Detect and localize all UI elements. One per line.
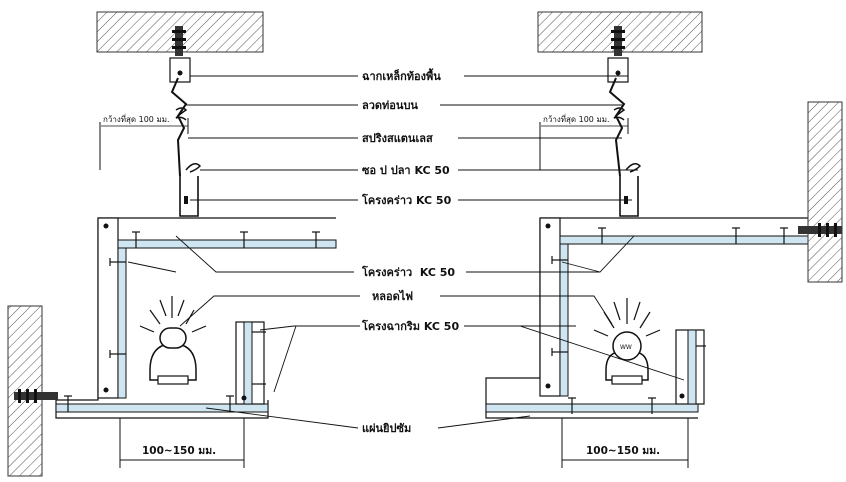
left-main-channel (179, 176, 199, 217)
label-edge-channel: โครงฉากริม KC 50 (361, 319, 459, 333)
left-hanger-rod (170, 77, 188, 177)
left-wall-anchor (14, 389, 58, 403)
left-width-note: กว้างที่สุด 100 มม. (103, 113, 170, 124)
label-rod: ลวดท่อนบน (362, 99, 418, 112)
label-frame-channel: โครงคร่าว KC 50 (361, 265, 455, 279)
label-main-channel: โครงคร่าว KC 50 (361, 193, 452, 207)
leader-lines (127, 75, 685, 429)
left-dimension (119, 418, 245, 468)
left-angle-bracket (169, 57, 191, 83)
right-hanger-rod (608, 77, 626, 177)
left-dimension-label: 100~150 มม. (142, 445, 216, 457)
right-main-channel (619, 176, 639, 217)
label-lamp: หลอดไฟ (372, 289, 413, 303)
right-gypsum-top (559, 235, 809, 245)
left-spring (175, 107, 188, 121)
label-gypsum: แผ่นยิปซัม (362, 422, 411, 435)
right-lamp (593, 298, 661, 385)
left-clip (185, 163, 202, 173)
right-anchor-screw (611, 26, 625, 56)
right-wall-anchor (798, 223, 842, 237)
left-gypsum-top (117, 239, 337, 249)
left-detail: กว้างที่สุด 100 มม. (7, 11, 337, 477)
right-dimension (561, 418, 689, 468)
right-bulb-mark: WW (620, 344, 632, 351)
label-anchor: ฉากเหล็กท้องพื้น (362, 68, 441, 83)
right-gypsum-vertical (559, 243, 569, 397)
right-gypsum-bottom (485, 403, 699, 413)
right-angle-bracket (607, 57, 629, 83)
left-anchor-screw (172, 26, 186, 56)
label-spring: สปริงสแตนเลส (362, 132, 433, 145)
left-gypsum-vertical (117, 247, 127, 399)
right-spring (613, 107, 626, 121)
right-dimension-label: 100~150 มม. (586, 445, 660, 457)
right-wall (807, 101, 843, 283)
right-facia-gypsum (687, 329, 697, 405)
right-detail: กว้างที่สุด 100 มม. (485, 11, 843, 468)
label-clip: ซอ ป ปลา KC 50 (362, 164, 450, 177)
right-cove-frame (485, 217, 808, 419)
left-gypsum-bottom (55, 403, 269, 413)
left-facia-gypsum (243, 321, 253, 405)
right-width-note: กว้างที่สุด 100 มม. (543, 113, 610, 124)
right-clip (625, 163, 642, 173)
left-lamp (139, 296, 207, 385)
